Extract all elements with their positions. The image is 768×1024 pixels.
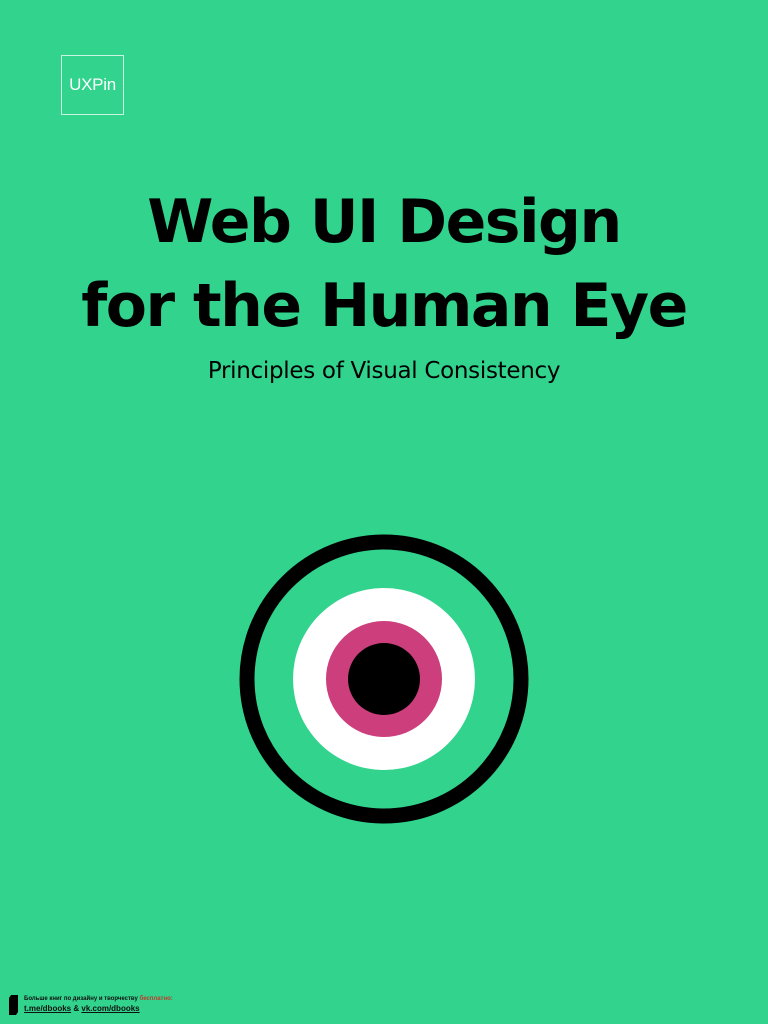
telegram-link[interactable]: t.me/dbooks (24, 1004, 72, 1013)
eye-icon (239, 534, 529, 824)
book-subtitle: Principles of Visual Consistency (207, 358, 561, 384)
footer-highlight: бесплатно: (139, 996, 173, 1002)
uxpin-logo: UXPin (61, 55, 124, 115)
logo-text: UXPin (69, 75, 116, 94)
pupil (348, 643, 420, 715)
book-title: Web UI Design for the Human Eye (0, 180, 768, 348)
title-line-2: for the Human Eye (81, 271, 688, 341)
footer-separator: & (73, 1004, 80, 1013)
footer-line-1: Больше книг по дизайну и творчеству бесп… (24, 994, 173, 1004)
outer-ring (239, 534, 529, 824)
book-icon (9, 995, 18, 1015)
title-line-1: Web UI Design (147, 187, 622, 257)
footer-line-2: t.me/dbooks & vk.com/dbooks (24, 1004, 173, 1014)
footer-promo: Больше книг по дизайну и творчеству бесп… (9, 994, 173, 1015)
vk-link[interactable]: vk.com/dbooks (81, 1004, 140, 1013)
footer-text: Больше книг по дизайну и творчеству (24, 996, 138, 1002)
